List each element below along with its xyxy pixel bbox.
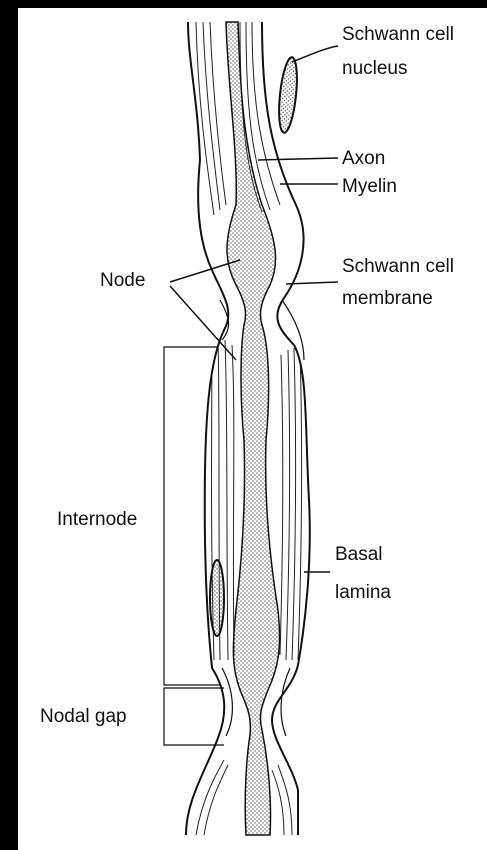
label-internode: Internode bbox=[57, 509, 137, 530]
label-myelin: Myelin bbox=[342, 176, 397, 197]
schwann-nucleus-lower bbox=[210, 560, 224, 636]
label-nodal-gap: Nodal gap bbox=[40, 706, 127, 727]
label-axon: Axon bbox=[342, 148, 385, 169]
label-node: Node bbox=[100, 270, 145, 291]
